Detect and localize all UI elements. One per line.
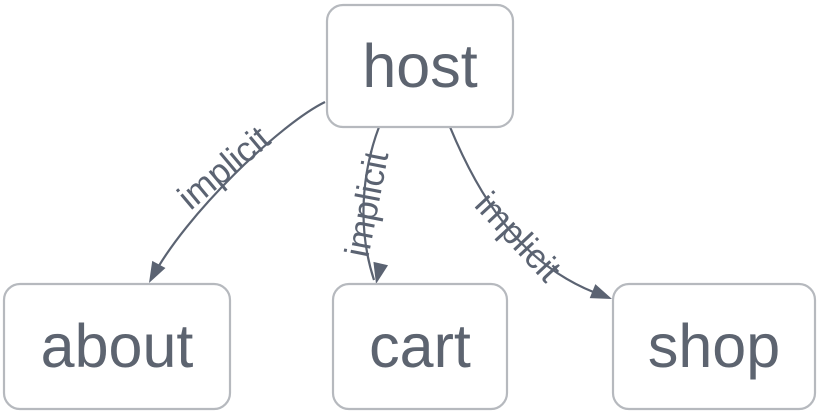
node-label: host bbox=[362, 32, 477, 100]
edge-host-about: implicit bbox=[149, 101, 326, 283]
edge-label: implicit bbox=[467, 185, 569, 290]
edge-host-cart: implicit bbox=[338, 126, 397, 284]
edge-line bbox=[448, 126, 605, 298]
node-box[interactable] bbox=[325, 3, 515, 129]
node-box[interactable] bbox=[2, 282, 232, 411]
arrowhead-icon bbox=[373, 261, 389, 284]
arrowhead-icon bbox=[149, 260, 166, 283]
node-label: shop bbox=[648, 312, 780, 380]
node-shop[interactable]: shop bbox=[611, 282, 817, 411]
node-box[interactable] bbox=[331, 282, 509, 411]
node-box[interactable] bbox=[611, 282, 817, 411]
edge-label: implicit bbox=[171, 119, 278, 218]
arrowhead-icon bbox=[589, 284, 612, 299]
edge-label: implicit bbox=[338, 148, 397, 261]
node-label: cart bbox=[369, 312, 471, 380]
node-about[interactable]: about bbox=[2, 282, 232, 411]
node-host[interactable]: host bbox=[325, 3, 515, 129]
edge-host-shop: implicit bbox=[448, 126, 612, 299]
edge-line bbox=[362, 126, 381, 281]
node-label: about bbox=[41, 312, 194, 380]
node-cart[interactable]: cart bbox=[331, 282, 509, 411]
edge-line bbox=[151, 101, 326, 279]
